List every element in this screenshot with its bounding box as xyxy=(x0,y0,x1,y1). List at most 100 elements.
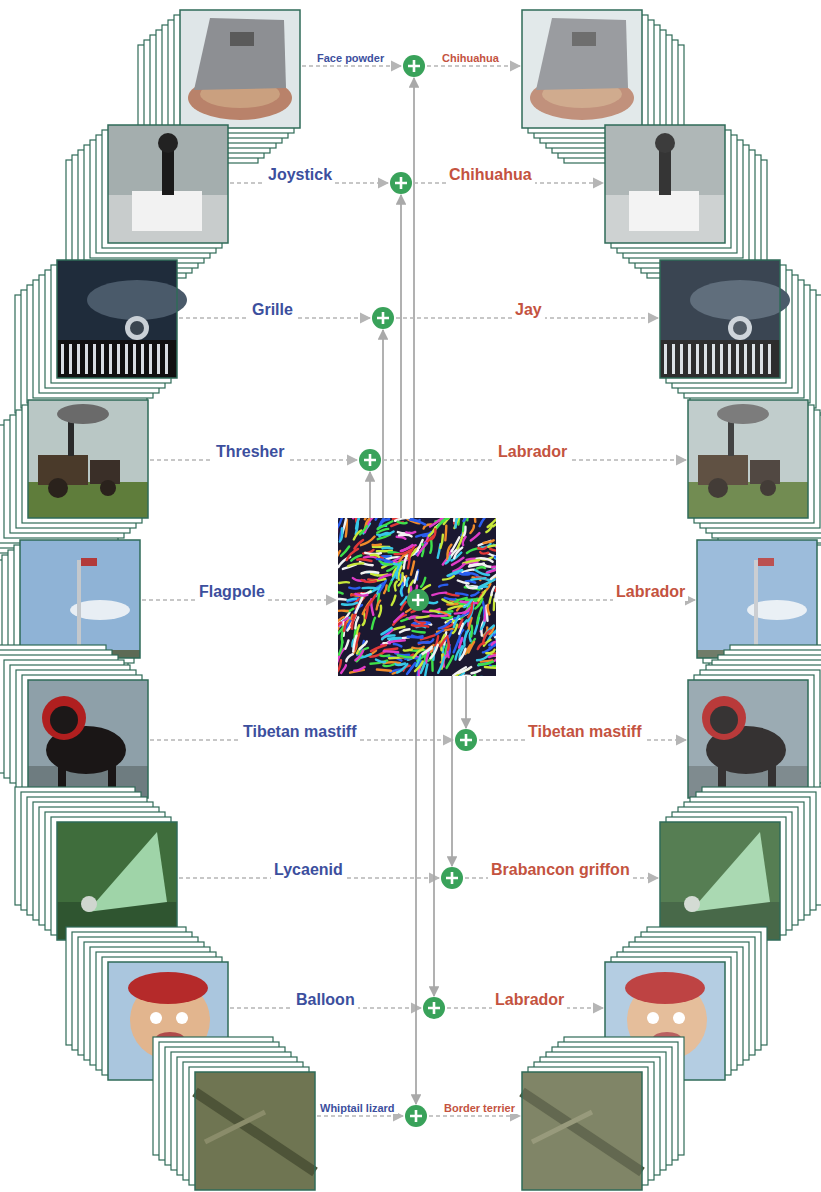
image-frame xyxy=(180,10,300,128)
photo-part xyxy=(50,706,78,734)
perturbation-stroke xyxy=(438,657,444,673)
plus-circle xyxy=(359,449,381,471)
perturbation-stroke xyxy=(342,603,357,605)
perturbation-stroke xyxy=(355,594,367,596)
image-stack xyxy=(688,400,821,553)
perturbation-stroke xyxy=(455,611,469,614)
photo-part xyxy=(28,482,148,518)
perturbation-stroke xyxy=(388,582,391,591)
perturbation-stroke xyxy=(400,629,410,632)
photo-part xyxy=(81,896,97,912)
perturbation-stroke xyxy=(430,611,438,612)
perturbation-tint xyxy=(660,822,780,940)
perturbation-stroke xyxy=(432,529,435,539)
perturbation-stroke xyxy=(463,537,466,545)
perturbation-stroke xyxy=(464,560,480,563)
perturbation-stroke xyxy=(421,578,425,587)
photo-part xyxy=(87,832,167,912)
perturbation-stroke xyxy=(409,547,414,559)
image-stack xyxy=(15,787,177,940)
perturbation-stroke xyxy=(419,641,430,644)
perturbation-stroke xyxy=(477,607,482,623)
plus-circle xyxy=(423,997,445,1019)
photo-part xyxy=(77,560,81,650)
perturbation-stroke xyxy=(381,628,391,635)
adversarial-class-label: Border terrier xyxy=(441,1102,518,1114)
perturbation-stroke xyxy=(471,578,485,580)
perturbation-stroke xyxy=(494,674,496,676)
original-class-label: Joystick xyxy=(265,166,335,184)
perturbation-tint xyxy=(660,260,780,378)
image-frame xyxy=(28,680,148,798)
plus-circle xyxy=(405,1105,427,1127)
perturbation-stroke xyxy=(496,582,497,591)
perturbation-stroke xyxy=(352,612,357,626)
plus-sign xyxy=(428,1002,440,1014)
perturbation-stroke xyxy=(397,563,401,578)
perturbation-stroke xyxy=(366,595,376,609)
perturbation-stroke xyxy=(479,662,493,665)
perturbation-stroke xyxy=(404,650,412,651)
photo-part xyxy=(697,540,817,658)
perturbation-stroke xyxy=(460,573,469,574)
perturbation-stroke xyxy=(398,522,407,524)
photo-part xyxy=(101,344,104,374)
perturbation-stroke xyxy=(430,645,438,659)
perturbation-stroke xyxy=(410,520,426,525)
perturbation-stroke xyxy=(401,597,407,605)
photo-part xyxy=(132,191,202,231)
perturbation-stroke xyxy=(353,518,359,519)
perturbation-stroke xyxy=(426,653,428,663)
perturbation-tint xyxy=(605,125,725,243)
perturbation-stroke xyxy=(435,630,443,635)
perturbation-stroke xyxy=(478,643,485,649)
image-frame xyxy=(108,125,228,243)
perturbation-stroke xyxy=(355,617,358,628)
perturbation-stroke xyxy=(456,593,468,595)
original-class-label: Thresher xyxy=(213,443,287,461)
perturbation-stroke xyxy=(371,555,379,557)
perturbation-stroke xyxy=(452,537,460,551)
photo-part xyxy=(133,344,136,374)
perturbation-stroke xyxy=(474,518,477,522)
photo-part xyxy=(130,321,144,335)
perturbation-stroke xyxy=(411,561,414,574)
perturbation-stroke xyxy=(495,557,496,559)
perturbation-stroke xyxy=(415,620,425,623)
perturbation-stroke xyxy=(430,518,443,527)
photo-part xyxy=(195,1092,315,1172)
perturbation-stroke xyxy=(377,559,392,562)
perturbation-stroke xyxy=(365,518,373,532)
perturbation-stroke xyxy=(338,551,340,562)
photo-part xyxy=(141,344,144,374)
perturbation-stroke xyxy=(363,587,379,590)
photo-part xyxy=(195,1072,315,1190)
perturbation-stroke xyxy=(448,606,462,609)
perturbation-stroke xyxy=(478,591,485,601)
perturbation-stroke xyxy=(446,556,451,563)
plus-sign xyxy=(412,594,424,606)
perturbation-arrow xyxy=(413,78,415,518)
perturbation-stroke xyxy=(439,621,451,629)
photo-part xyxy=(57,404,109,424)
plus-sign xyxy=(446,872,458,884)
perturbation-arrow xyxy=(451,676,453,866)
image-frame xyxy=(697,540,817,658)
photo-part xyxy=(165,344,168,374)
photo-part xyxy=(230,32,254,46)
perturbation-stroke xyxy=(495,627,496,637)
perturbation-stroke xyxy=(484,540,494,543)
original-class-label: Flagpole xyxy=(196,583,268,601)
photo-part xyxy=(87,280,187,320)
perturbation-stroke xyxy=(356,519,359,529)
perturbation-stroke xyxy=(495,660,497,662)
perturbation-stroke xyxy=(395,550,411,554)
perturbation-stroke xyxy=(485,667,496,669)
perturbation-stroke xyxy=(418,543,427,555)
image-stack xyxy=(15,260,187,413)
perturbation-stroke xyxy=(389,640,405,642)
perturbation-stroke xyxy=(355,650,363,660)
adversarial-class-label: Tibetan mastiff xyxy=(525,723,645,741)
plus-sign xyxy=(395,177,407,189)
perturbation-stroke xyxy=(453,667,466,675)
